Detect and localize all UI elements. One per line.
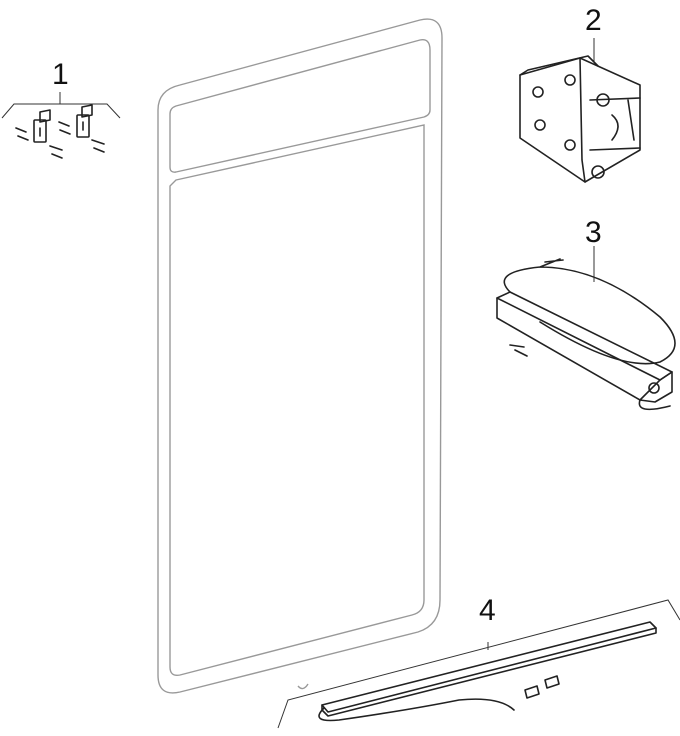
mirror-panel xyxy=(157,18,443,694)
part-label-2: 2 xyxy=(585,4,602,37)
part-label-3: 3 xyxy=(585,216,602,249)
part-label-4: 4 xyxy=(479,594,496,627)
part-2-mounting-bracket xyxy=(519,38,641,183)
part-label-1: 1 xyxy=(52,58,69,91)
part-1-wall-mounting-kit xyxy=(1,92,121,159)
part-4-led-strip xyxy=(277,599,680,729)
part-3-transformer xyxy=(496,246,676,411)
